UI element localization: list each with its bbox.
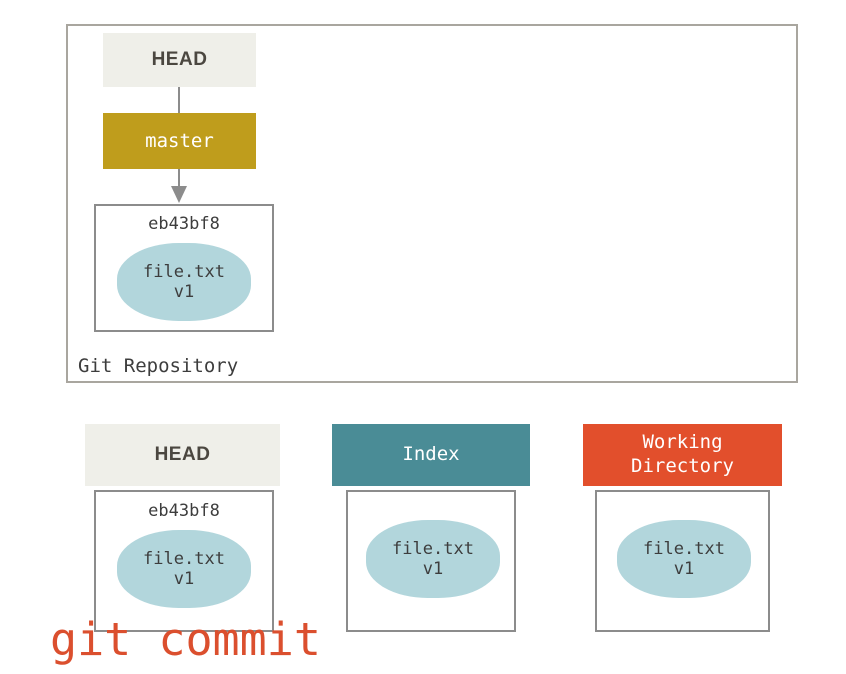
area-index-header-label: Index — [402, 443, 460, 466]
blob-filename: file.txt — [143, 261, 225, 282]
blob-filename: file.txt — [392, 538, 474, 559]
command-caption: git commit — [50, 613, 321, 666]
area-head-header: HEAD — [85, 424, 280, 486]
area-working-directory-body: file.txt v1 — [595, 490, 770, 632]
blob-version: v1 — [173, 569, 195, 589]
repo-commit-box: eb43bf8 file.txt v1 — [94, 204, 274, 332]
repo-commit-sha: eb43bf8 — [148, 214, 220, 234]
area-working-directory-header-line2: Directory — [631, 455, 734, 477]
blob-filename: file.txt — [643, 538, 725, 559]
area-head-body: eb43bf8 file.txt v1 — [94, 490, 274, 632]
repo-head-pointer-label: HEAD — [151, 49, 208, 70]
git-repository-label: Git Repository — [78, 355, 239, 377]
repo-commit-blob: file.txt v1 — [117, 243, 251, 321]
area-working-directory-header: Working Directory — [583, 424, 782, 486]
area-head-sha: eb43bf8 — [148, 501, 220, 521]
repo-head-pointer-box: HEAD — [103, 33, 256, 87]
repo-branch-master-label: master — [145, 130, 214, 152]
area-working-directory-header-line1: Working — [642, 431, 723, 454]
connector-master-to-commit — [178, 169, 180, 192]
blob-version: v1 — [422, 559, 444, 579]
area-index-blob: file.txt v1 — [366, 520, 500, 598]
blob-version: v1 — [673, 559, 695, 579]
arrow-down-icon — [171, 186, 187, 203]
repo-branch-master-box: master — [103, 113, 256, 169]
area-head-header-label: HEAD — [154, 444, 211, 466]
blob-version: v1 — [173, 282, 195, 302]
area-head-blob: file.txt v1 — [117, 530, 251, 608]
connector-head-to-master — [178, 87, 180, 113]
blob-filename: file.txt — [143, 548, 225, 569]
area-index-body: file.txt v1 — [346, 490, 516, 632]
area-working-directory-blob: file.txt v1 — [617, 520, 751, 598]
area-index-header: Index — [332, 424, 530, 486]
